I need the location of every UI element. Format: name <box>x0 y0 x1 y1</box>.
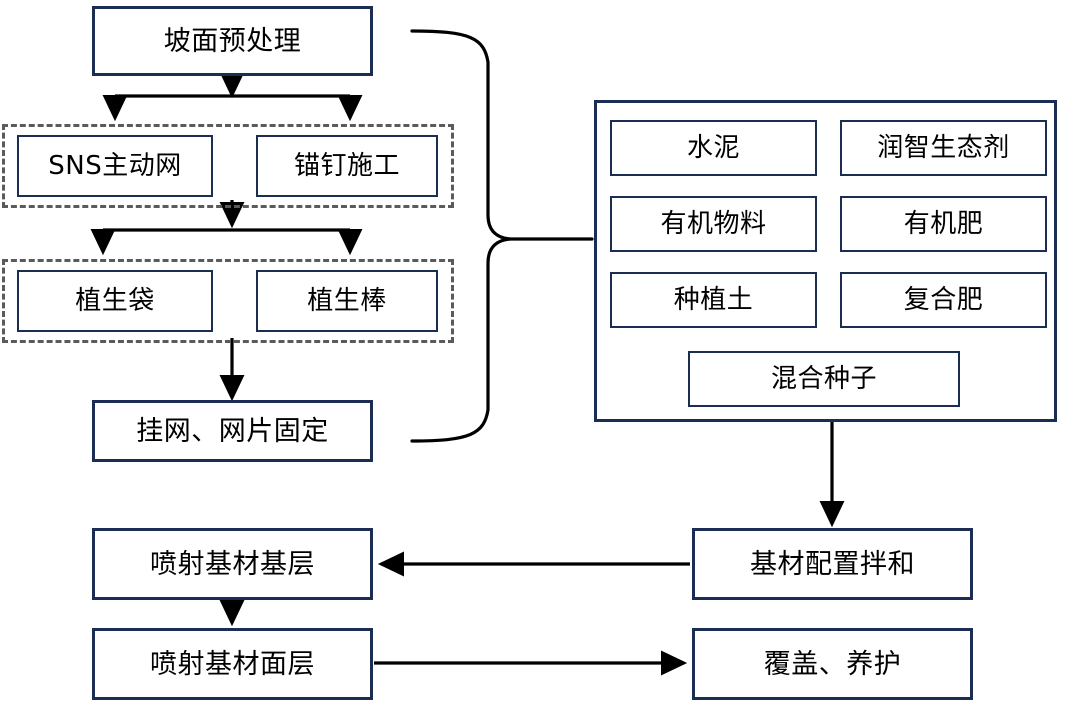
node-substrate-mixing[interactable]: 基材配置拌和 <box>692 528 973 600</box>
node-label: 覆盖、养护 <box>763 648 902 680</box>
node-label: 坡面预处理 <box>163 25 302 57</box>
node-label: 锚钉施工 <box>293 151 400 181</box>
material-label: 润智生态剂 <box>877 133 1010 163</box>
node-label: 喷射基材基层 <box>150 548 315 580</box>
edge-pretreatment-split <box>102 71 363 122</box>
node-anchor-construction[interactable]: 锚钉施工 <box>256 135 438 197</box>
material-label: 水泥 <box>686 133 740 163</box>
material-compound-fertilizer[interactable]: 复合肥 <box>840 272 1047 328</box>
node-label: 挂网、网片固定 <box>136 415 329 447</box>
node-spray-surface-layer[interactable]: 喷射基材面层 <box>92 628 373 700</box>
node-label: 植生袋 <box>75 286 155 316</box>
node-label: 植生棒 <box>307 286 387 316</box>
material-cement[interactable]: 水泥 <box>610 120 817 176</box>
materials-panel <box>594 100 1057 422</box>
node-slope-pretreatment[interactable]: 坡面预处理 <box>92 6 373 76</box>
material-planting-soil[interactable]: 种植土 <box>610 272 817 328</box>
material-runzhi-eco-agent[interactable]: 润智生态剂 <box>840 120 1047 176</box>
node-label: SNS主动网 <box>48 151 182 181</box>
edge-brace-to-materials <box>410 29 594 443</box>
node-vegetation-bag[interactable]: 植生袋 <box>17 270 213 332</box>
node-label: 基材配置拌和 <box>750 548 915 580</box>
node-label: 喷射基材面层 <box>150 648 315 680</box>
node-net-hanging-fixing[interactable]: 挂网、网片固定 <box>92 400 373 462</box>
node-vegetation-stick[interactable]: 植生棒 <box>256 270 438 332</box>
material-label: 有机物料 <box>660 209 767 239</box>
material-label: 有机肥 <box>903 209 984 239</box>
material-organic-fertilizer[interactable]: 有机肥 <box>840 196 1047 252</box>
material-organic-material[interactable]: 有机物料 <box>610 196 817 252</box>
node-cover-maintenance[interactable]: 覆盖、养护 <box>692 628 973 700</box>
group-vegetation <box>2 259 454 343</box>
material-mixed-seeds[interactable]: 混合种子 <box>688 351 960 407</box>
node-sns-active-net[interactable]: SNS主动网 <box>17 135 213 197</box>
group-reinforcement <box>2 124 454 208</box>
node-spray-base-layer[interactable]: 喷射基材基层 <box>92 528 373 600</box>
material-label: 复合肥 <box>903 285 984 315</box>
material-label: 种植土 <box>673 285 754 315</box>
material-label: 混合种子 <box>770 364 877 394</box>
